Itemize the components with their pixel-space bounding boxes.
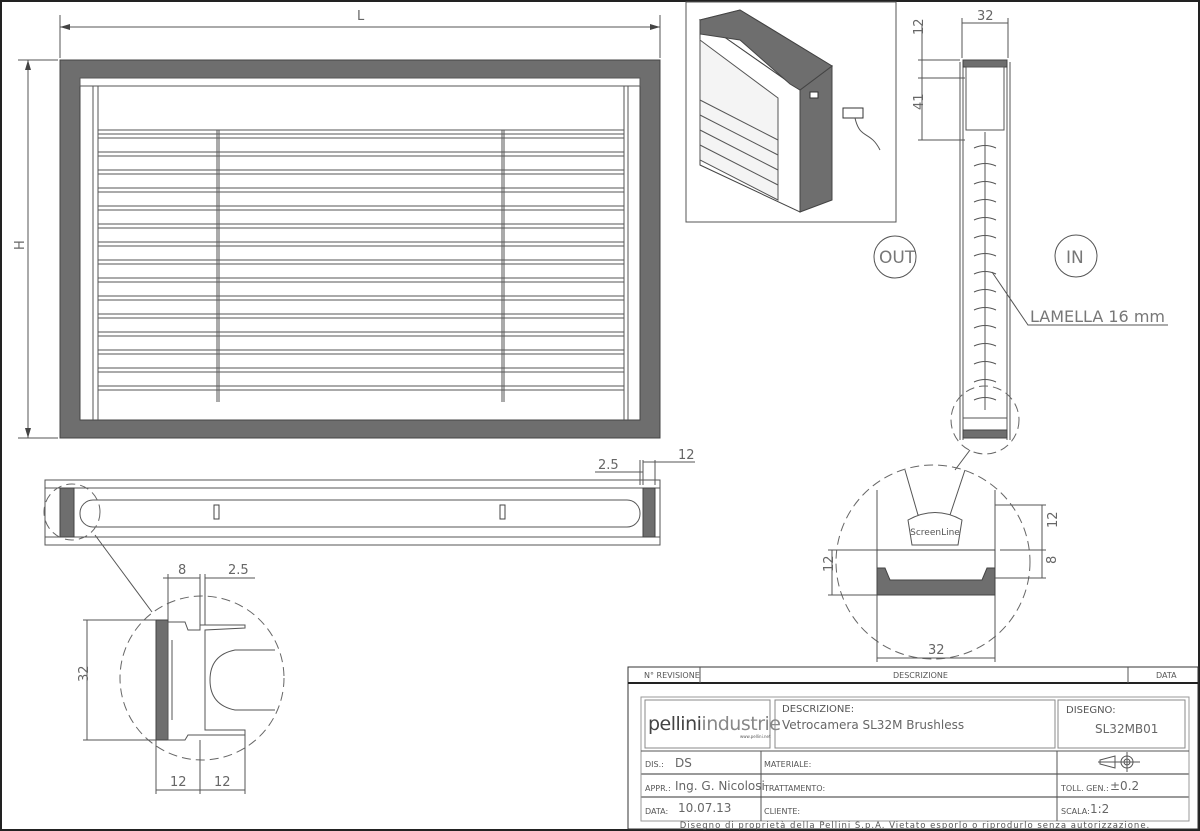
detail-right-width-dim: 32 (928, 643, 945, 658)
title-block: N° REVISIONE DESCRIZIONE DATA pelliniind… (627, 666, 1199, 831)
in-side-label: IN (1066, 248, 1084, 268)
side-profile-detail: 32 8 2.5 12 12 (77, 563, 285, 794)
isometric-view (685, 1, 897, 223)
detail-right-dim-a: 12 (1046, 511, 1061, 528)
revision-description-header: DESCRIZIONE (893, 671, 948, 680)
slat (97, 205, 625, 211)
drawing-number-label: DISEGNO: (1066, 705, 1116, 716)
svg-text:pelliniindustrie: pelliniindustrie (648, 713, 780, 735)
revision-number-header: N° REVISIONE (644, 671, 700, 680)
pellini-logo: pelliniindustrie www.pellini.net (648, 713, 781, 739)
tolerance-label: TOLL. GEN.: (1060, 784, 1109, 793)
tolerance-value: ±0.2 (1110, 779, 1139, 793)
slat (97, 259, 625, 265)
detail-right-dim-b: 8 (1045, 556, 1060, 564)
dimension-height-label: H (13, 240, 28, 250)
ownership-notice: Disegno di proprietà della Pellini S.p.A… (680, 821, 1151, 831)
revision-date-header: DATA (1156, 671, 1177, 680)
detail-left-dim-bottom-b: 12 (214, 775, 231, 790)
plan-view: 2.5 12 (43, 448, 695, 613)
detail-left-dim-top-b: 2.5 (228, 563, 249, 578)
materiale-label: MATERIALE: (764, 760, 811, 769)
drawing-number-value: SL32MB01 (1095, 722, 1158, 736)
slat (97, 313, 625, 319)
front-elevation-view: L H (13, 9, 661, 439)
slat (97, 277, 625, 283)
slat (97, 151, 625, 157)
trattamento-label: TRATTAMENTO: (763, 784, 825, 793)
cliente-label: CLIENTE: (764, 807, 800, 816)
plan-dim-a: 2.5 (598, 458, 619, 473)
data-label: DATA: (645, 807, 668, 816)
section-top-dim: 12 (912, 18, 927, 35)
slat (97, 241, 625, 247)
svg-text:www.pellini.net: www.pellini.net (740, 734, 771, 739)
data-value: 10.07.13 (678, 801, 731, 815)
slat (97, 367, 625, 373)
description-label: DESCRIZIONE: (782, 704, 854, 715)
projection-symbol-icon (1098, 752, 1140, 772)
out-side-label: OUT (879, 248, 916, 268)
bottom-rail-detail: ScreenLine 32 12 12 8 (822, 449, 1061, 662)
slat (97, 331, 625, 337)
detail-left-dim-top-a: 8 (178, 563, 186, 578)
slat (97, 133, 625, 139)
slat (97, 385, 625, 391)
appr-label: APPR.: (645, 784, 671, 793)
slat (97, 187, 625, 193)
brand-label: ScreenLine (910, 528, 960, 538)
plan-dim-b: 12 (678, 448, 695, 463)
dimension-width-label: L (357, 9, 365, 24)
scale-label: SCALA: (1061, 807, 1090, 816)
description-value: Vetrocamera SL32M Brushless (782, 718, 964, 732)
detail-right-left-dim: 12 (822, 555, 837, 572)
detail-left-height-dim: 32 (77, 665, 92, 682)
vertical-section-view: 32 12 41 OUT IN LAMELLA 16 mm (873, 9, 1168, 455)
dis-label: DIS.: (645, 760, 664, 769)
dis-value: DS (675, 756, 692, 770)
slat (97, 223, 625, 229)
scale-value: 1:2 (1090, 802, 1109, 816)
section-width-dim: 32 (977, 9, 994, 24)
section-head-dim: 41 (912, 93, 927, 110)
detail-left-dim-bottom-a: 12 (170, 775, 187, 790)
slat (97, 169, 625, 175)
slat (97, 349, 625, 355)
appr-value: Ing. G. Nicolosi (675, 779, 765, 793)
slat (97, 295, 625, 301)
lamella-label: LAMELLA 16 mm (1030, 307, 1165, 326)
